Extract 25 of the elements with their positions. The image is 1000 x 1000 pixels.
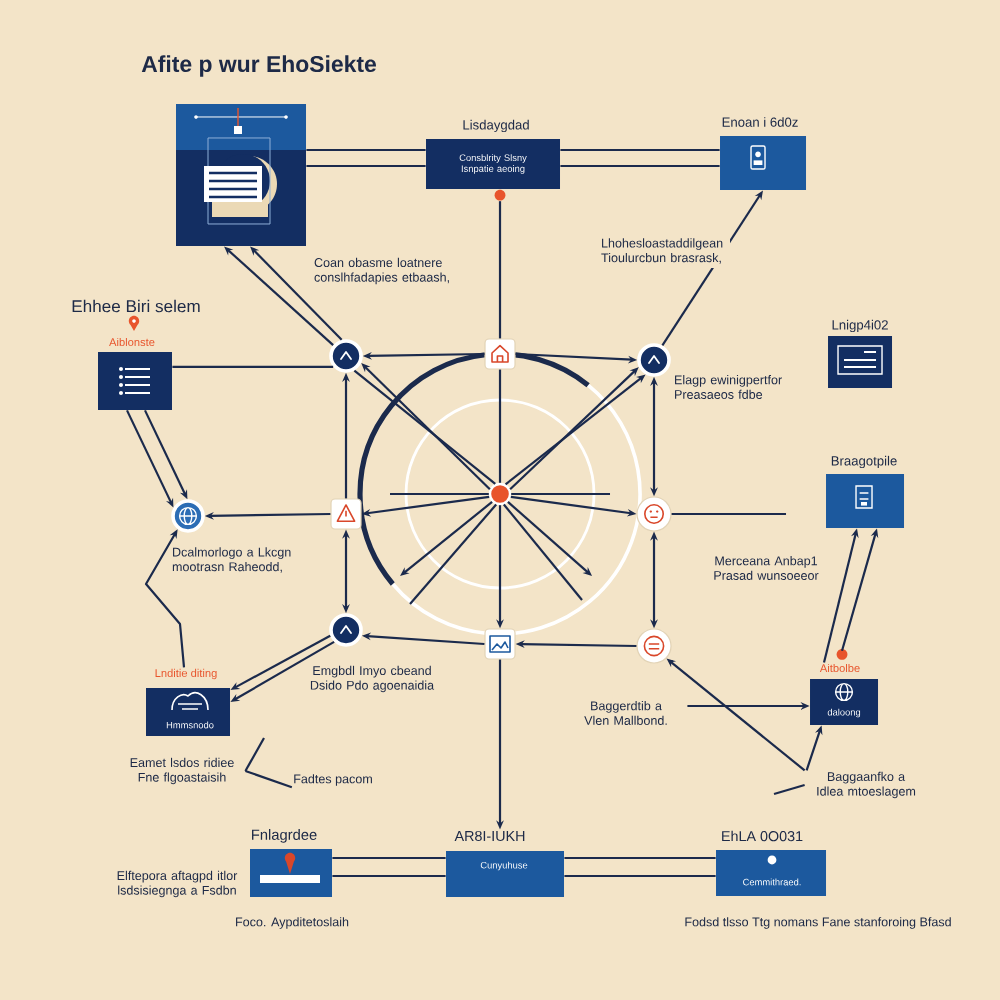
connector-line [306,164,426,168]
arrow [224,246,334,346]
connector-line [332,874,446,878]
connector-line [564,874,716,878]
document-illustration [176,104,306,246]
connector-line [511,492,610,496]
connector-line [560,164,720,168]
leader-line [244,737,265,772]
connector-line [172,365,334,368]
connector-line [560,148,720,152]
connector-line [332,856,446,860]
section-heading: Ehhee Biri selem [72,299,200,313]
connector-line [409,503,497,605]
connector-line [390,492,489,496]
title: Afite p wur EhoSiekte [141,55,376,77]
leader-line [245,769,293,789]
connector-line [671,512,786,516]
connector-line [498,369,502,483]
arrow [400,501,493,576]
leader-line [773,783,805,796]
connector-line [498,201,502,339]
connector-line [503,503,583,601]
connector-line [564,856,716,860]
connector-line [306,148,426,152]
arrow [507,501,592,576]
